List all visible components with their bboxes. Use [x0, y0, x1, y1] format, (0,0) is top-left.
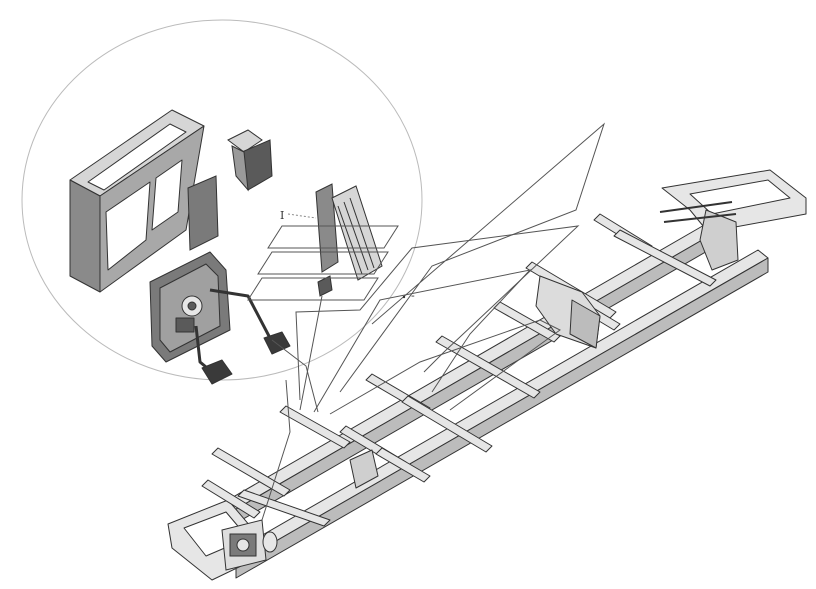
floor-panel [187, 175, 219, 251]
bracket-window-left [105, 181, 151, 271]
pedal-lever [209, 288, 272, 339]
guide-line [271, 339, 319, 413]
cross-member [211, 447, 291, 497]
rear-arm [663, 213, 737, 223]
guide-plane [247, 277, 379, 301]
pedal-pivot-hole [187, 301, 197, 311]
chassis-frame [167, 169, 807, 581]
guide-line [261, 379, 291, 521]
pedal-foot [317, 275, 333, 297]
pedal-box-block [175, 317, 195, 333]
guide-line [329, 319, 561, 415]
cross-member [613, 229, 717, 287]
cross-member [401, 395, 493, 453]
leader-lines [247, 122, 606, 521]
frame-left-rail-top [175, 223, 717, 539]
callout-leader [287, 213, 317, 219]
bracket-front-face [69, 179, 101, 293]
accelerator-pedal [315, 183, 383, 297]
mount-plate [227, 129, 273, 192]
guide-line [299, 295, 323, 411]
callout-label-chassis: - [411, 289, 415, 302]
cross-member [201, 479, 261, 519]
chassis-bracket-face [569, 299, 601, 349]
pedal-rib [337, 205, 363, 275]
pedal-rib [343, 201, 369, 271]
cross-member [279, 405, 351, 449]
bracket-top-opening [87, 123, 187, 191]
callout-dot [402, 295, 406, 299]
guide-line [339, 122, 606, 393]
pedal-rib [349, 197, 375, 269]
cross-member [237, 489, 331, 527]
callout-label-detail: I [280, 209, 284, 222]
pedal-pad [331, 185, 383, 281]
rear-hanger [699, 209, 739, 271]
guide-line [295, 225, 580, 401]
cab-mount-bracket [69, 109, 205, 293]
bracket-window-right [151, 159, 183, 231]
control-unit-cylinder [262, 531, 278, 553]
pedal-pad-left [201, 359, 233, 385]
pedal-bracket [315, 183, 339, 273]
guide-plane [257, 251, 389, 275]
cross-member [375, 447, 431, 483]
frame-rear-box-inner [689, 179, 791, 215]
pedal-box [149, 251, 291, 385]
frame-right-rail-side [235, 257, 769, 579]
guide-plane [267, 225, 399, 249]
front-mount [349, 449, 379, 489]
cross-member [435, 335, 541, 399]
rear-arm [659, 201, 733, 213]
mount-plate-tab [227, 129, 263, 153]
front-control-unit [221, 519, 278, 571]
guide-line [313, 269, 532, 413]
control-knob-icon [236, 538, 250, 552]
detail-circle [21, 19, 423, 381]
mount-plate-side [231, 145, 249, 192]
